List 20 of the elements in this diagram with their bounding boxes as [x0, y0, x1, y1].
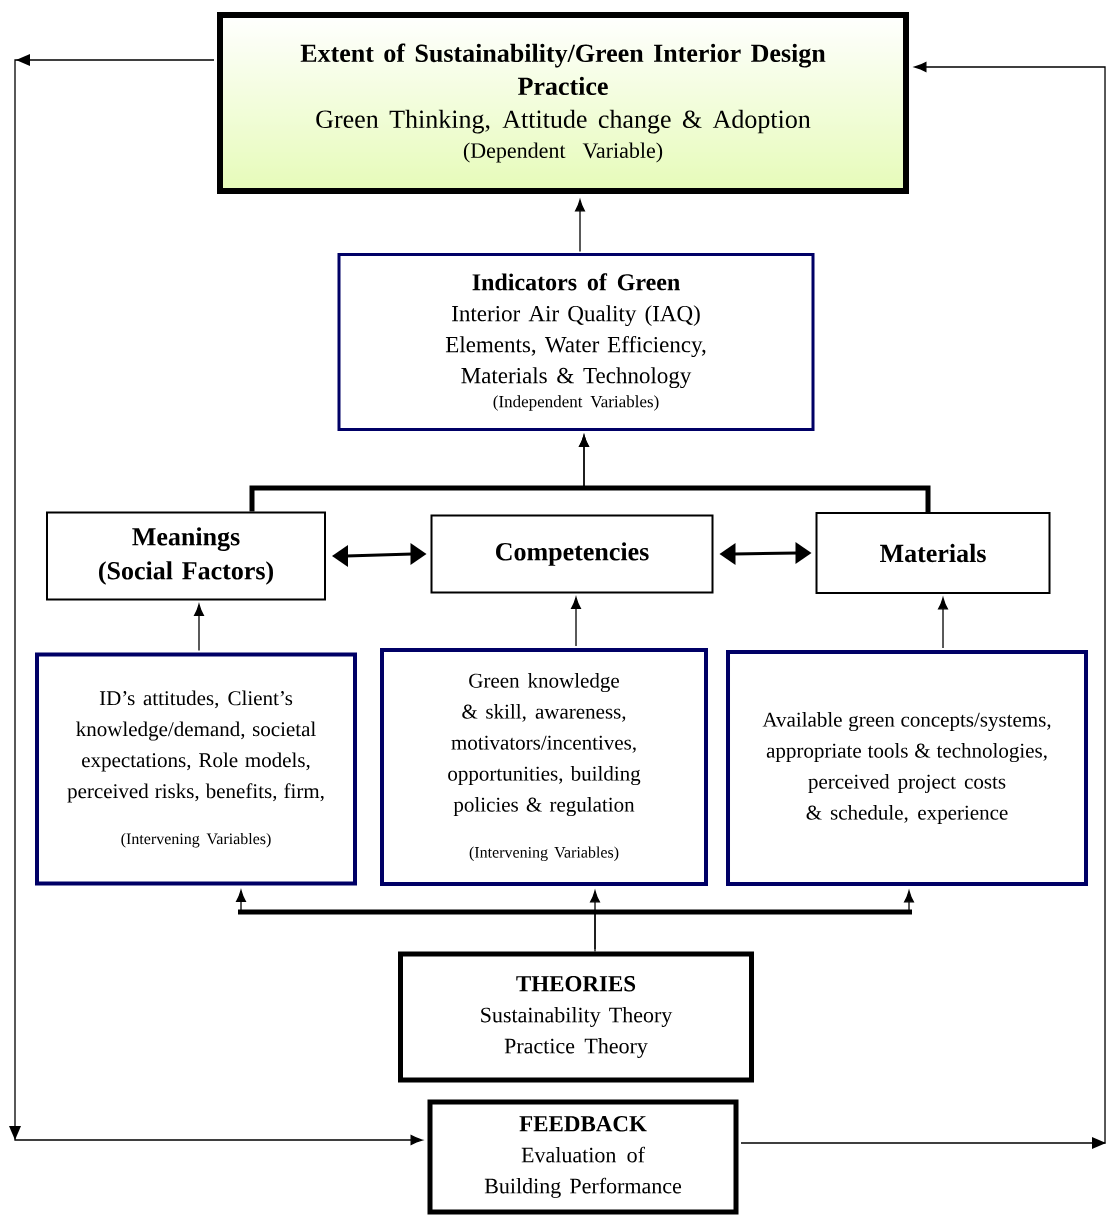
variable-box: Green knowledge & skill, awareness, motivators/incentives, opportunities, building policies & regulation (Intervening Variables) [380, 648, 708, 886]
theory-box: THEORIES Sustainability Theory Practice Theory [398, 951, 754, 1083]
feedback-loop-arrow [9, 54, 423, 1145]
double-arrow [719, 542, 812, 565]
factor-box: Materials [815, 512, 1051, 594]
arrow [575, 199, 585, 253]
variable-box: Available green concepts/systems, appropriate tools & technologies, perceived project costs & schedule, experience [726, 650, 1088, 886]
arrow [194, 603, 204, 652]
factor-box: Meanings (Social Factors) [46, 511, 326, 601]
double-arrow [332, 543, 427, 567]
arrow [938, 597, 948, 649]
arrow [571, 596, 581, 647]
result-box: Extent of Sustainability/Green Interior Design Practice Green Thinking, Attitude change & Adoption (Dependent Variable) [217, 12, 909, 194]
feedback-loop-arrow [740, 62, 1106, 1149]
bracket-arrow [236, 889, 914, 953]
bracket-arrow [249, 434, 931, 512]
variable-box: ID’s attitudes, Client’s knowledge/demand, societal expectations, Role models, perceived risks, benefits, firm, (Intervening Variables) [35, 652, 357, 886]
feedback-box: FEEDBACK Evaluation of Building Performance [427, 1099, 739, 1215]
indicator-box: Indicators of Green Interior Air Quality (IAQ) Elements, Water Efficiency, Materials & Technology (Independent Variables) [337, 253, 815, 431]
factor-box: Competencies [430, 514, 714, 594]
